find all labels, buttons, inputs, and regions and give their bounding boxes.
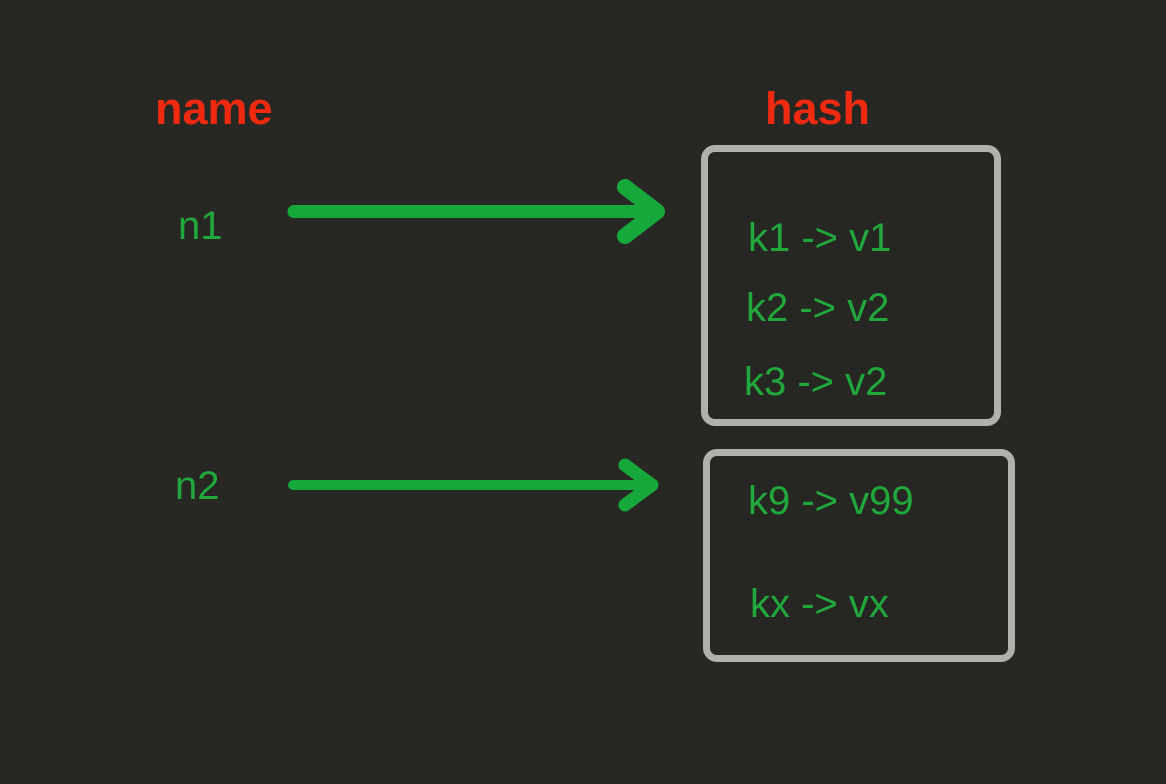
hash-entry: kx -> vx (750, 582, 889, 626)
column-heading-hash: hash (765, 83, 871, 134)
node-label-n2: n2 (175, 464, 220, 508)
hash-entry: k3 -> v2 (744, 360, 888, 404)
hash-box-n2: k9 -> v99 kx -> vx (703, 449, 1015, 662)
node-label-n1: n1 (178, 204, 223, 248)
arrow-head (617, 179, 665, 244)
hash-entry: k1 -> v1 (748, 216, 892, 260)
arrow-right-icon-n2 (288, 458, 659, 512)
hash-entry: k9 -> v99 (748, 479, 914, 523)
column-heading-name: name (155, 83, 273, 134)
arrow-head (618, 458, 659, 512)
hash-box-n1: k1 -> v1 k2 -> v2 k3 -> v2 (701, 145, 1001, 426)
hash-entry: k2 -> v2 (746, 286, 890, 330)
arrow-right-icon-n1 (287, 179, 665, 244)
